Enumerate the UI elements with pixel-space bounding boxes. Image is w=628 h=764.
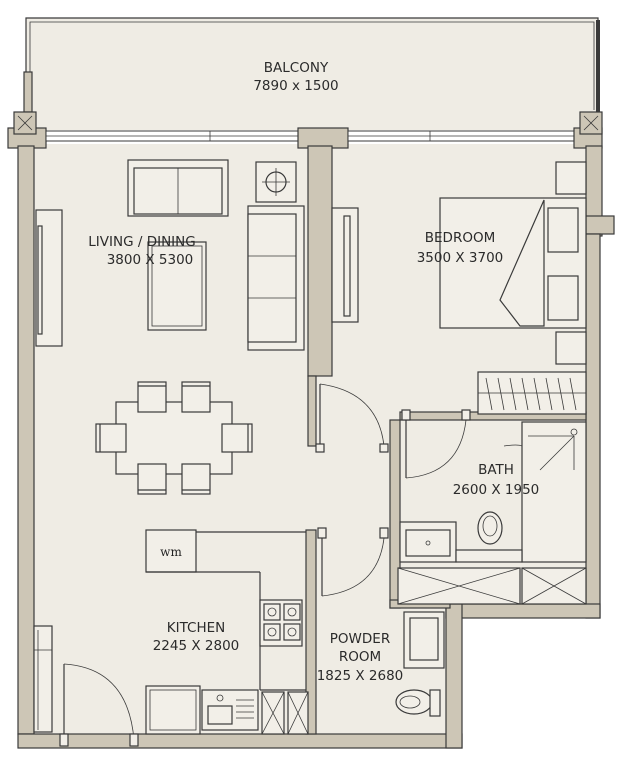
burner xyxy=(283,603,301,621)
doors xyxy=(59,383,471,747)
kitchen-counter-outline xyxy=(146,571,306,691)
bedroom-tv-screen xyxy=(343,215,351,317)
burner xyxy=(283,623,301,641)
balcony-dims: 7890 x 1500 xyxy=(253,78,338,94)
interior-walls xyxy=(196,145,587,735)
column-left-x2 xyxy=(17,115,33,131)
room-labels: BALCONY 7890 x 1500 LIVING / DINING 3800… xyxy=(88,60,539,684)
bath-fixtures xyxy=(397,421,587,605)
living-bedroom-wall-lower xyxy=(307,375,317,447)
west-wall xyxy=(17,145,35,735)
kitchen-cabinet-inner xyxy=(149,689,197,731)
bath-toilet-seat xyxy=(482,515,498,537)
pillow xyxy=(547,207,579,253)
kitchen-fixtures: wm xyxy=(33,529,309,735)
powder-toilet xyxy=(395,689,433,715)
living-dims: 3800 X 5300 xyxy=(107,252,194,268)
coffee-table xyxy=(147,241,207,331)
door-swing-entrance xyxy=(63,663,135,741)
dining-chair xyxy=(221,423,253,453)
column-right-x2 xyxy=(583,115,599,131)
bath-counter xyxy=(455,549,523,563)
shower-diagonal xyxy=(539,435,575,471)
door-swing-living xyxy=(319,383,385,447)
powder-west-wall xyxy=(305,529,317,735)
bedroom-dims: 3500 X 3700 xyxy=(417,250,504,266)
bedroom-label: BEDROOM xyxy=(425,230,495,246)
sofa-three-seat-back xyxy=(247,213,297,343)
north-wall-middle xyxy=(297,127,349,149)
dining-chair xyxy=(181,381,211,413)
bedroom-furniture xyxy=(439,161,587,415)
kitchen-label: KITCHEN xyxy=(167,620,226,636)
washing-machine xyxy=(145,529,197,573)
door-swing-powder xyxy=(321,537,385,597)
dining-chair xyxy=(181,463,211,495)
living-label: LIVING / DINING xyxy=(88,234,195,250)
dining-chair xyxy=(95,423,127,453)
door-swing-bath xyxy=(405,419,467,479)
balcony-label: BALCONY xyxy=(264,60,329,76)
powder-dims: 1825 X 2680 xyxy=(317,668,404,684)
exterior-walls xyxy=(7,111,615,749)
kitchen-dims: 2245 X 2800 xyxy=(153,638,240,654)
bath-sink xyxy=(405,529,451,557)
powder-sink xyxy=(409,617,439,661)
powder-label-line2: ROOM xyxy=(339,649,381,665)
balcony-edge-right xyxy=(596,20,600,112)
powder-fixtures xyxy=(395,611,445,717)
dining-chair xyxy=(137,463,167,495)
kitchen-cabinet xyxy=(145,685,201,735)
tv-screen xyxy=(37,225,43,335)
shower-icon xyxy=(570,428,578,436)
south-wall xyxy=(17,733,463,749)
east-wall-lower xyxy=(585,233,601,619)
powder-cistern xyxy=(429,689,441,717)
bath-cabinet-x2 xyxy=(397,567,521,605)
dining-table xyxy=(115,401,233,475)
nightstand xyxy=(555,331,587,365)
bath-toilet xyxy=(477,511,503,545)
bath-dims: 2600 X 1950 xyxy=(453,482,540,498)
pillow xyxy=(547,275,579,321)
living-furniture xyxy=(35,159,305,495)
coffee-table-inner xyxy=(151,245,203,327)
burner xyxy=(263,623,281,641)
burner xyxy=(263,603,281,621)
dining-chair xyxy=(137,381,167,413)
south-east-wall xyxy=(445,603,601,619)
nightstand xyxy=(555,161,587,195)
bath-cabinet-x4 xyxy=(521,567,587,605)
living-bedroom-wall xyxy=(307,145,333,377)
shower-door xyxy=(503,444,523,447)
washing-machine-label: wm xyxy=(160,545,182,559)
balcony-wall-stub-left xyxy=(23,71,33,113)
kitchen-drain xyxy=(216,694,224,702)
bath-label: BATH xyxy=(478,462,514,478)
balcony-floor xyxy=(26,18,598,130)
east-wall-notch xyxy=(585,215,615,235)
kitchen-sink-basin xyxy=(207,705,233,725)
powder-toilet-seat xyxy=(399,695,421,709)
wardrobe-hangers xyxy=(485,377,577,411)
powder-label-line1: POWDER xyxy=(330,631,390,647)
shower-area xyxy=(521,421,587,563)
shoe-rack xyxy=(33,625,53,733)
powder-east-wall xyxy=(445,603,463,749)
bath-drain xyxy=(425,540,431,546)
